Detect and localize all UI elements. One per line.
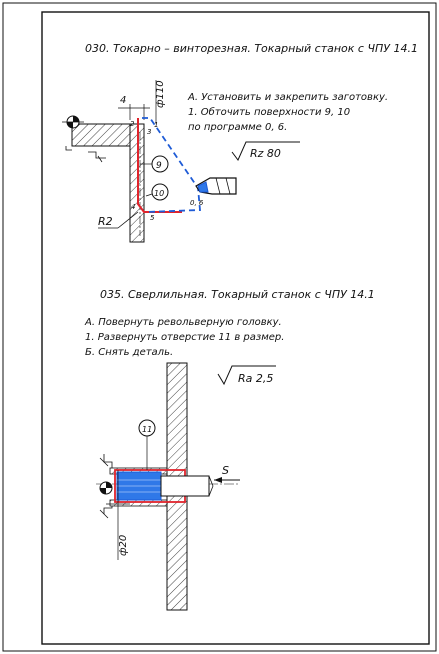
op035-dim-diameter-label: ф20	[118, 535, 129, 556]
op030-point-3: 3	[147, 128, 151, 136]
op035-roughness-label: Ra 2,5	[238, 372, 273, 385]
op035-step-2: 1. Развернуть отверстие 11 в размер.	[85, 332, 284, 343]
op030-step-2: 1. Обточить поверхности 9, 10	[188, 106, 350, 118]
op030-surface-10-label: 10	[154, 189, 164, 198]
op030-dim-length-label: 4	[120, 95, 126, 106]
op035-dim-diameter: ф20	[106, 470, 130, 560]
op035-feed-arrow: S	[214, 464, 240, 483]
op030-point-4: 4	[131, 203, 135, 211]
op035-step-3: Б. Снять деталь.	[85, 347, 173, 358]
op030-surface-9-callout: 9	[140, 155, 169, 173]
op030-point-1: 1	[154, 121, 158, 129]
op030-dim-diameter-label: ф110	[155, 80, 166, 108]
op030-radius-label: R2	[98, 215, 113, 228]
op035-hole-callout: 11	[138, 419, 156, 470]
op030-point-06: 0, 6	[190, 199, 204, 207]
op030-title: 030. Токарно – винторезная. Токарный ста…	[85, 42, 418, 55]
op030-dim-length: 4	[118, 95, 150, 120]
op030-step-3: по программе 0, 6.	[188, 122, 287, 133]
op030-radius-callout: R2	[98, 211, 139, 229]
op030-point-2: 2	[130, 120, 135, 128]
op030-point-5: 5	[150, 214, 155, 222]
op030-roughness-label: Rz 80	[250, 147, 281, 160]
inner-frame	[41, 11, 430, 645]
op035-title: 035. Сверлильная. Токарный станок с ЧПУ …	[100, 288, 375, 301]
op035-step-1: А. Повернуть револьверную головку.	[84, 317, 282, 328]
op035-reamer-tool	[116, 471, 214, 501]
op030-surface-10-callout: 10	[145, 183, 169, 201]
op035-clamp-symbol	[99, 454, 113, 519]
op030-dim-diameter: ф110	[155, 80, 166, 124]
op035-hole-label: 11	[142, 425, 152, 434]
op030-clamp-symbol	[62, 115, 106, 163]
op030-cutting-tool	[195, 177, 237, 195]
op030-roughness-symbol: Rz 80	[231, 141, 300, 161]
op035-feed-label: S	[222, 464, 229, 477]
op030-surface-9-label: 9	[156, 161, 162, 171]
op030-step-1: А. Установить и закрепить заготовку.	[187, 92, 388, 103]
op035-roughness-symbol: Ra 2,5	[217, 365, 276, 386]
